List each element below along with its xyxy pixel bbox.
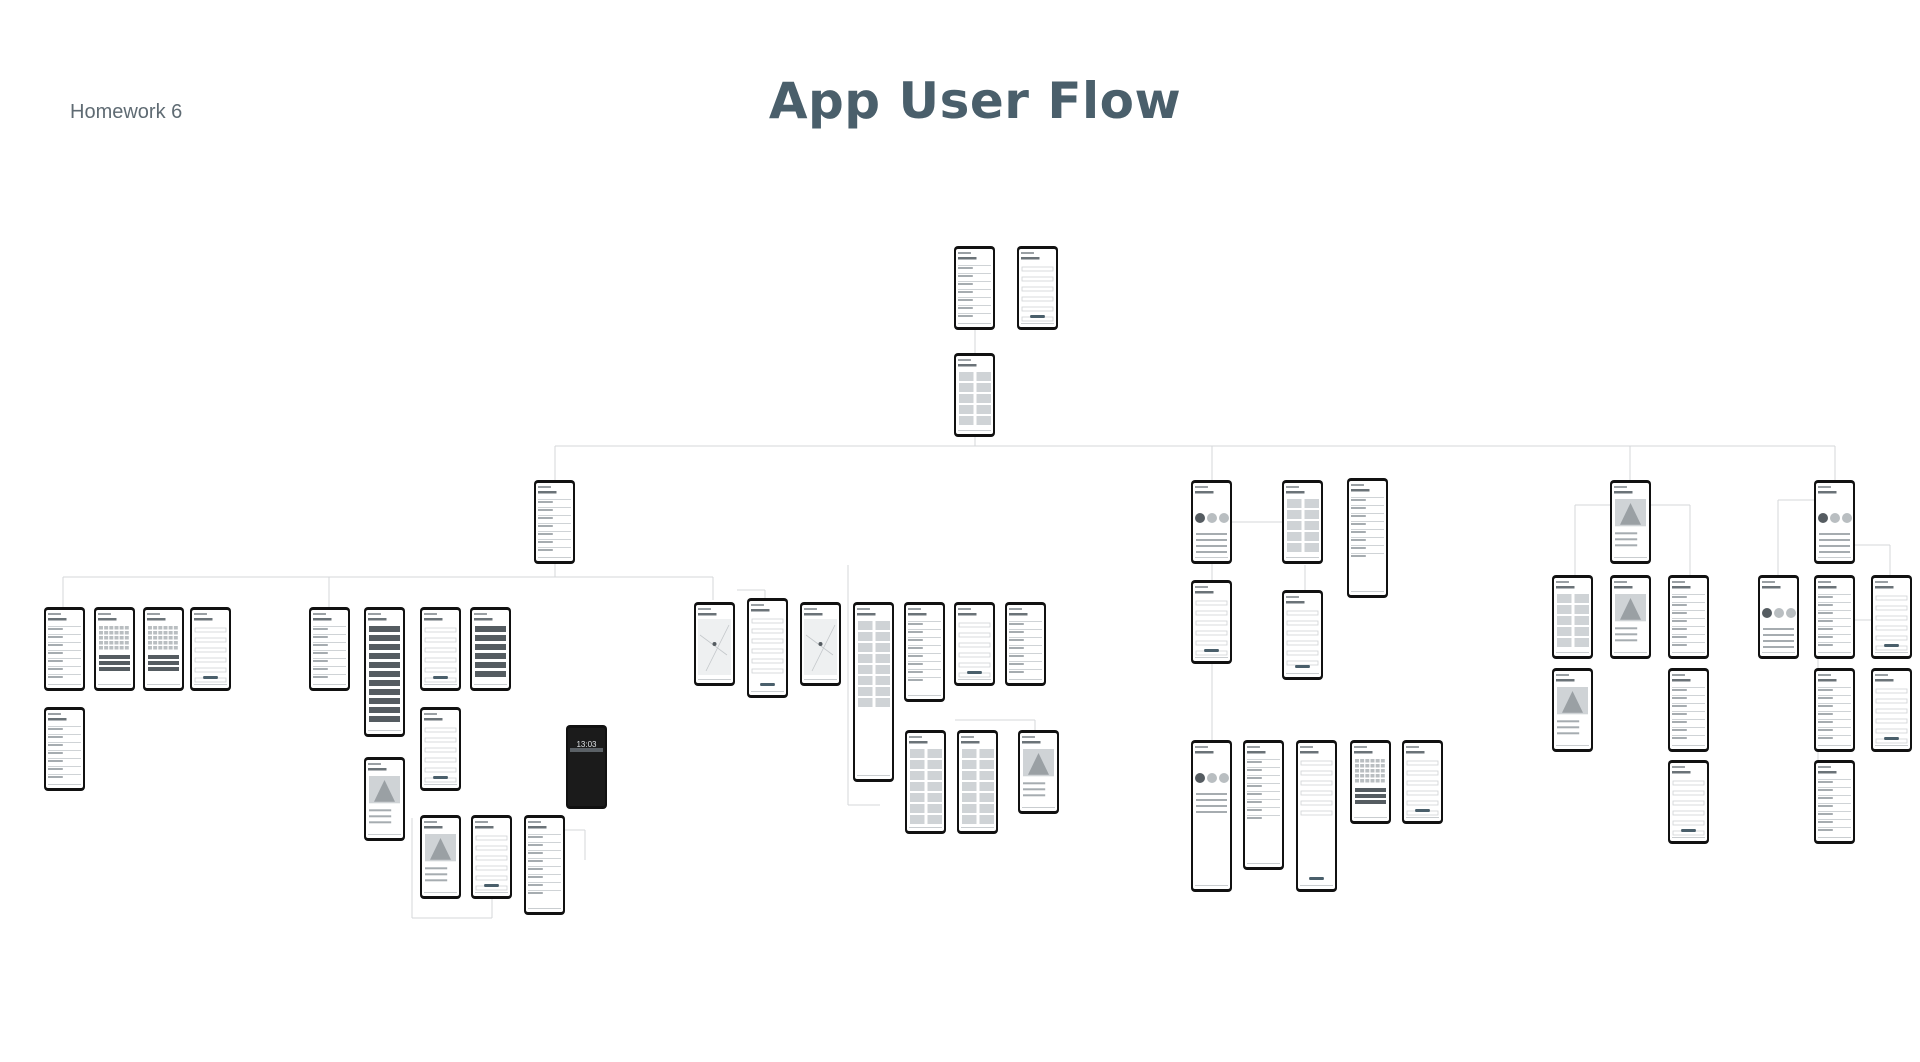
screen-thumbnail[interactable] <box>954 602 995 686</box>
screen-thumbnail[interactable] <box>1610 480 1651 564</box>
screen-thumbnail[interactable] <box>1347 478 1388 598</box>
screen-thumbnail[interactable] <box>694 602 735 686</box>
screen-thumbnail[interactable] <box>143 607 184 691</box>
screen-thumbnail[interactable] <box>524 815 565 915</box>
screen-thumbnail[interactable] <box>747 598 788 698</box>
screen-thumbnail[interactable] <box>44 707 85 791</box>
screen-thumbnail[interactable] <box>800 602 841 686</box>
screen-thumbnail[interactable] <box>1668 668 1709 752</box>
screen-thumbnail[interactable] <box>1668 760 1709 844</box>
screen-thumbnail[interactable] <box>1758 575 1799 659</box>
lock-screen-time: 13:03 <box>576 740 597 749</box>
screen-thumbnail[interactable] <box>1350 740 1391 824</box>
screen-thumbnail[interactable] <box>364 757 405 841</box>
screen-thumbnail[interactable] <box>44 607 85 691</box>
screen-thumbnail[interactable] <box>1871 575 1912 659</box>
screen-thumbnail[interactable] <box>190 607 231 691</box>
screen-thumbnail[interactable] <box>905 730 946 834</box>
screen-thumbnail[interactable] <box>566 725 607 809</box>
screen-thumbnail[interactable] <box>420 815 461 899</box>
screen-thumbnails <box>44 246 1912 915</box>
screen-thumbnail[interactable] <box>1814 760 1855 844</box>
screen-thumbnail[interactable] <box>954 246 995 330</box>
screen-thumbnail[interactable] <box>364 607 405 737</box>
screen-thumbnail[interactable] <box>1191 740 1232 892</box>
screen-thumbnail[interactable] <box>1282 480 1323 564</box>
screen-thumbnail[interactable] <box>1552 575 1593 659</box>
screen-thumbnail[interactable] <box>534 480 575 564</box>
screen-thumbnail[interactable] <box>1191 580 1232 664</box>
screen-thumbnail[interactable] <box>957 730 998 834</box>
screen-thumbnail[interactable] <box>1018 730 1059 814</box>
page-title: App User Flow <box>768 72 1182 130</box>
screen-thumbnail[interactable] <box>94 607 135 691</box>
screen-thumbnail[interactable] <box>1402 740 1443 824</box>
screen-thumbnail[interactable] <box>954 353 995 437</box>
screen-thumbnail[interactable] <box>470 607 511 691</box>
screen-thumbnail[interactable] <box>1243 740 1284 870</box>
screen-thumbnail[interactable] <box>1017 246 1058 330</box>
screen-thumbnail[interactable] <box>904 602 945 702</box>
screen-thumbnail[interactable] <box>471 815 512 899</box>
screen-thumbnail[interactable] <box>1814 480 1855 564</box>
screen-thumbnail[interactable] <box>1610 575 1651 659</box>
screen-thumbnail[interactable] <box>853 602 894 782</box>
screen-thumbnail[interactable] <box>1552 668 1593 752</box>
screen-thumbnail[interactable] <box>309 607 350 691</box>
screen-thumbnail[interactable] <box>1814 575 1855 659</box>
screen-thumbnail[interactable] <box>420 607 461 691</box>
screen-thumbnail[interactable] <box>420 707 461 791</box>
screen-thumbnail[interactable] <box>1282 590 1323 680</box>
screen-thumbnail[interactable] <box>1668 575 1709 659</box>
screen-thumbnail[interactable] <box>1871 668 1912 752</box>
screen-thumbnail[interactable] <box>1005 602 1046 686</box>
subtitle: Homework 6 <box>70 101 183 123</box>
screen-thumbnail[interactable] <box>1191 480 1232 564</box>
screen-thumbnail[interactable] <box>1814 668 1855 752</box>
screen-thumbnail[interactable] <box>1296 740 1337 892</box>
